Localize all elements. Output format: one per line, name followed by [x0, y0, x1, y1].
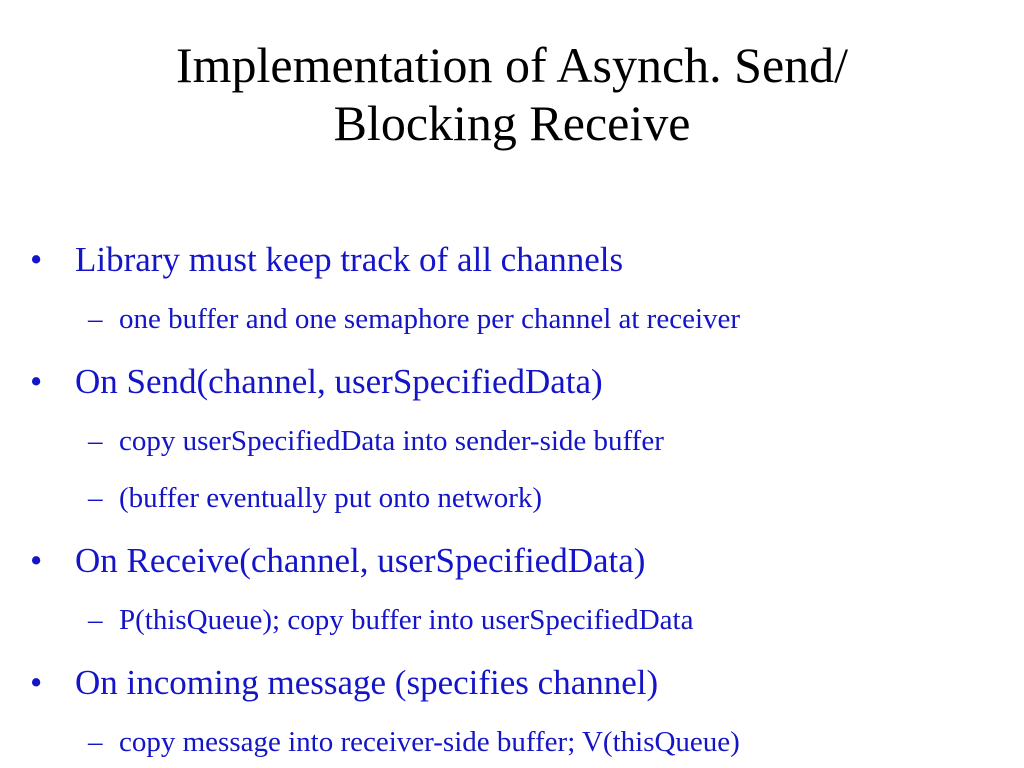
bullet-item-library: Library must keep track of all channels: [75, 240, 624, 279]
sub-bullet-item-p-thisqueue: P(thisQueue); copy buffer into userSpeci…: [119, 604, 694, 636]
sub-bullet-marker: –: [88, 604, 103, 636]
slide-title: Implementation of Asynch. Send/ Blocking…: [0, 36, 1024, 152]
bullet-item-on-receive: On Receive(channel, userSpecifiedData): [75, 541, 646, 580]
slide-title-line-2: Blocking Receive: [333, 95, 691, 151]
sub-bullet-marker: –: [88, 303, 103, 335]
sub-bullet-item-v-thisqueue: copy message into receiver-side buffer; …: [119, 726, 740, 758]
sub-bullet-marker: –: [88, 482, 103, 514]
sub-bullet-item-buffer-network: (buffer eventually put onto network): [119, 482, 543, 514]
bullet-marker: •: [30, 240, 43, 279]
slide-title-line-1: Implementation of Asynch. Send/: [175, 37, 849, 93]
bullet-marker: •: [30, 541, 43, 580]
sub-bullet-marker: –: [88, 726, 103, 758]
sub-bullet-marker: –: [88, 425, 103, 457]
bullet-item-on-send: On Send(channel, userSpecifiedData): [75, 362, 603, 401]
sub-bullet-item-copy-sender-buffer: copy userSpecifiedData into sender-side …: [119, 425, 664, 457]
bullet-item-incoming-message: On incoming message (specifies channel): [75, 663, 659, 702]
sub-bullet-item-buffer-semaphore: one buffer and one semaphore per channel…: [119, 303, 741, 335]
bullet-marker: •: [30, 663, 43, 702]
bullet-marker: •: [30, 362, 43, 401]
